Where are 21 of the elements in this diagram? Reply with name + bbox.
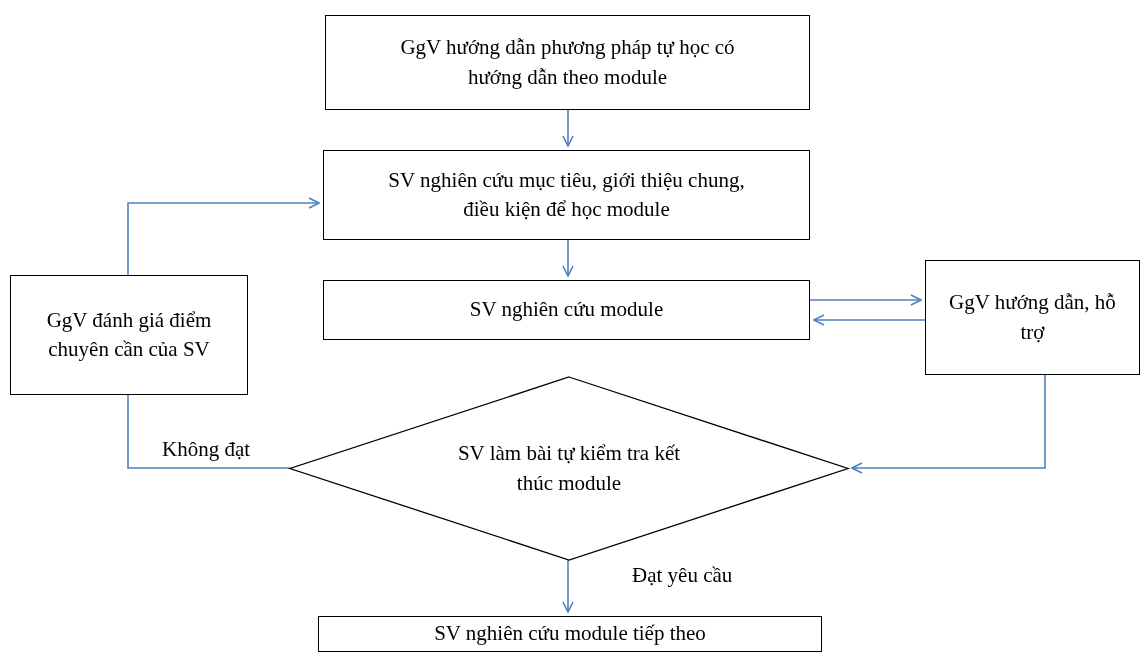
arrow [562,239,574,277]
arrow [809,294,922,306]
edge-label: Đạt yêu cầu [630,563,735,588]
node-text: GgV hướng dẫn, hỗ trợ [948,289,1117,346]
node-text: SV làm bài tự kiểm tra kết thúc module [456,440,682,497]
process-box [318,616,822,652]
process-box [323,150,810,240]
node-text: SV nghiên cứu module [468,296,665,324]
process-box [925,260,1140,375]
node-text: GgV đánh giá điểm chuyên cần của SV [45,306,213,363]
process-box [325,15,810,110]
arrow [813,314,926,326]
process-box [323,280,810,340]
arrow [127,197,320,276]
arrow [562,559,574,613]
node-text: SV nghiên cứu module tiếp theo [433,620,707,647]
arrow [562,109,574,147]
arrow [851,374,1046,474]
node-text: SV nghiên cứu mục tiêu, giới thiệu chung, điều kiện để học module [387,166,746,223]
process-box [10,275,248,395]
node-text: GgV hướng dẫn phương pháp tự học có hướng dẫn theo module [399,34,736,91]
